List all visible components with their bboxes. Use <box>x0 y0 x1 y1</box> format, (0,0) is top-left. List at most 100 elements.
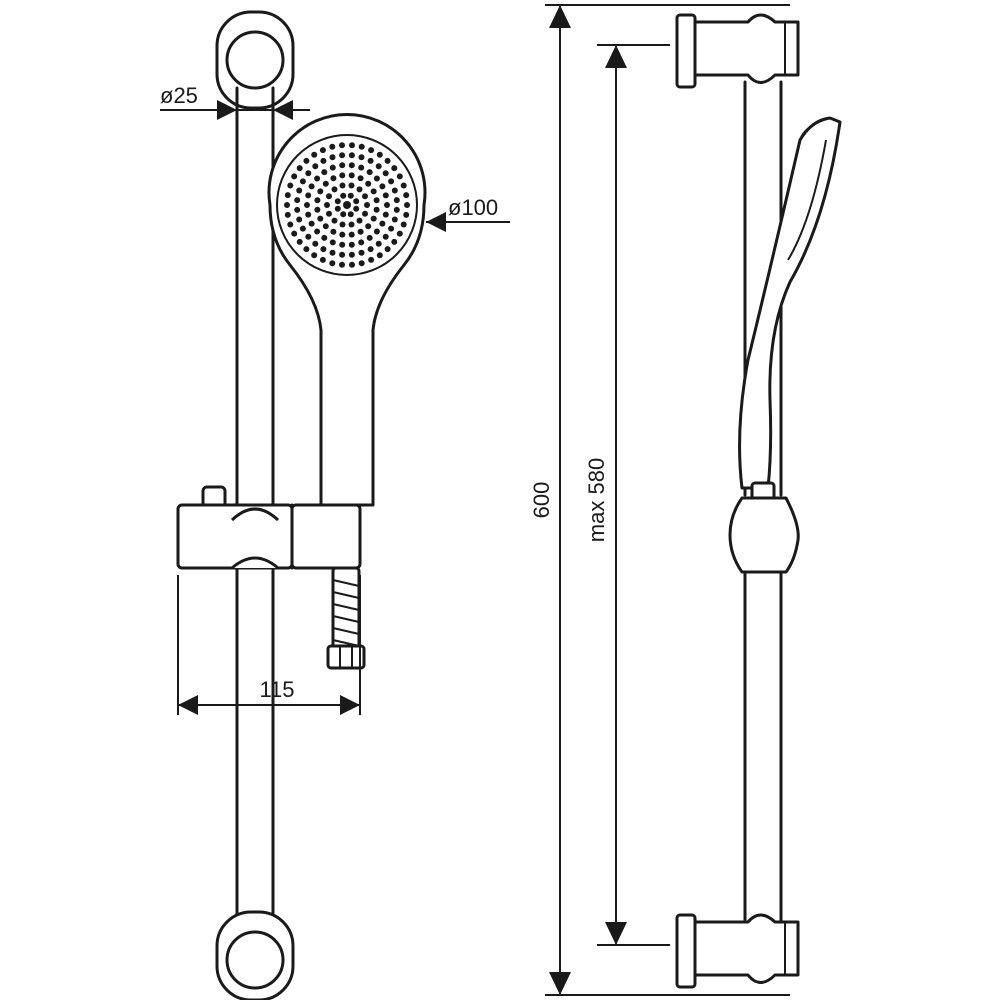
nozzle-dot <box>393 206 400 213</box>
nozzle-dot <box>391 216 398 223</box>
side-view: 600 max 580 <box>529 4 842 996</box>
nozzle-dot <box>317 188 324 195</box>
nozzle-dot <box>370 188 377 195</box>
holder-projection-label: 115 <box>259 677 294 702</box>
nozzle-dot <box>304 202 310 208</box>
nozzle-dot <box>339 221 346 228</box>
side-bottom-bracket <box>675 913 800 989</box>
nozzle-dot <box>294 206 301 213</box>
nozzle-dot <box>358 154 365 161</box>
nozzle-dot <box>357 228 364 235</box>
nozzle-dot <box>287 182 294 189</box>
nozzle-dot <box>376 252 383 259</box>
nozzle-dot <box>311 252 318 259</box>
top-wall-bracket <box>215 10 295 110</box>
nozzle-dot <box>311 151 318 158</box>
nozzle-dot <box>339 251 346 258</box>
nozzle-dot <box>339 142 345 149</box>
nozzle-dot <box>331 186 338 193</box>
nozzle-dot <box>284 211 291 218</box>
nozzle-dot <box>379 220 386 227</box>
nozzle-dot <box>391 238 398 245</box>
nozzle-dot <box>339 182 346 189</box>
nozzle-dot <box>321 169 328 176</box>
nozzle-dot <box>303 157 310 164</box>
nozzle-dot <box>366 169 373 176</box>
nozzle-dot <box>347 211 354 218</box>
dim-holder-projection: 115 <box>177 575 361 715</box>
nozzle-dot <box>396 230 403 237</box>
nozzle-dot <box>312 240 319 247</box>
nozzle-dot <box>340 211 347 218</box>
head-diameter-label: ø100 <box>448 195 498 220</box>
nozzle-dot <box>362 193 368 200</box>
nozzle-dot <box>330 175 337 182</box>
nozzle-dot <box>299 178 306 185</box>
nozzle-dot <box>353 198 360 205</box>
nozzle-dot <box>339 261 345 268</box>
nozzle-dot <box>366 234 373 241</box>
nozzle-dot <box>356 217 363 224</box>
nozzle-dot <box>324 202 330 208</box>
nozzle-dot <box>343 201 351 209</box>
nozzle-dot <box>388 225 395 232</box>
nozzle-dot <box>334 205 341 212</box>
nozzle-dot <box>396 173 403 180</box>
nozzle-dot <box>347 192 354 199</box>
nozzle-dot <box>314 175 321 182</box>
nozzle-dot <box>349 261 355 268</box>
nozzle-dot <box>291 230 298 237</box>
nozzle-dot <box>382 211 389 218</box>
nozzle-dot <box>296 216 303 223</box>
nozzle-dot <box>299 225 306 232</box>
nozzle-dot <box>308 220 315 227</box>
nozzle-dot <box>349 142 355 149</box>
nozzle-dot <box>358 164 365 171</box>
nozzle-dot <box>314 228 321 235</box>
nozzle-dot <box>391 165 398 172</box>
nozzle-dot <box>322 223 329 230</box>
nozzle-dot <box>382 192 389 199</box>
dim-rail-diameter: ø25 <box>160 83 310 120</box>
nozzle-dot <box>348 251 355 258</box>
dim-total-length: 600 <box>529 4 790 996</box>
nozzle-dot <box>319 147 326 154</box>
nozzle-dot <box>368 147 375 154</box>
nozzle-dot <box>339 241 346 248</box>
nozzle-dot <box>305 233 312 240</box>
nozzle-dot <box>373 197 380 204</box>
nozzle-dot <box>329 260 336 267</box>
nozzle-dot <box>375 163 382 170</box>
slider-holder <box>176 485 362 570</box>
nozzle-dot <box>403 211 410 218</box>
nozzle-dot <box>393 197 400 204</box>
total-length-label: 600 <box>529 482 554 519</box>
nozzle-dot <box>326 193 332 200</box>
nozzle-dot <box>404 202 410 208</box>
nozzle-dot <box>334 198 341 205</box>
front-view: ø25 ø100 115 <box>160 10 510 1000</box>
nozzle-dot <box>358 143 365 150</box>
nozzle-dot <box>348 162 355 169</box>
nozzle-dot <box>312 163 319 170</box>
hand-shower <box>267 113 427 507</box>
nozzle-dot <box>348 241 355 248</box>
nozzle-dot <box>305 211 312 218</box>
nozzle-dot <box>330 228 337 235</box>
nozzle-dot <box>384 157 391 164</box>
nozzle-dot <box>314 206 321 213</box>
nozzle-dot <box>348 221 355 228</box>
nozzle-dot <box>303 246 310 253</box>
nozzle-dot <box>379 183 386 190</box>
nozzle-dot <box>367 157 374 164</box>
nozzle-dot <box>326 210 332 217</box>
nozzle-dot <box>340 192 347 199</box>
nozzle-dot <box>339 152 346 159</box>
nozzle-dot <box>358 239 365 246</box>
nozzle-dot <box>329 239 336 246</box>
nozzle-dot <box>321 234 328 241</box>
nozzle-dot <box>339 172 346 179</box>
nozzle-dot <box>314 197 321 204</box>
nozzle-dot <box>339 162 346 169</box>
